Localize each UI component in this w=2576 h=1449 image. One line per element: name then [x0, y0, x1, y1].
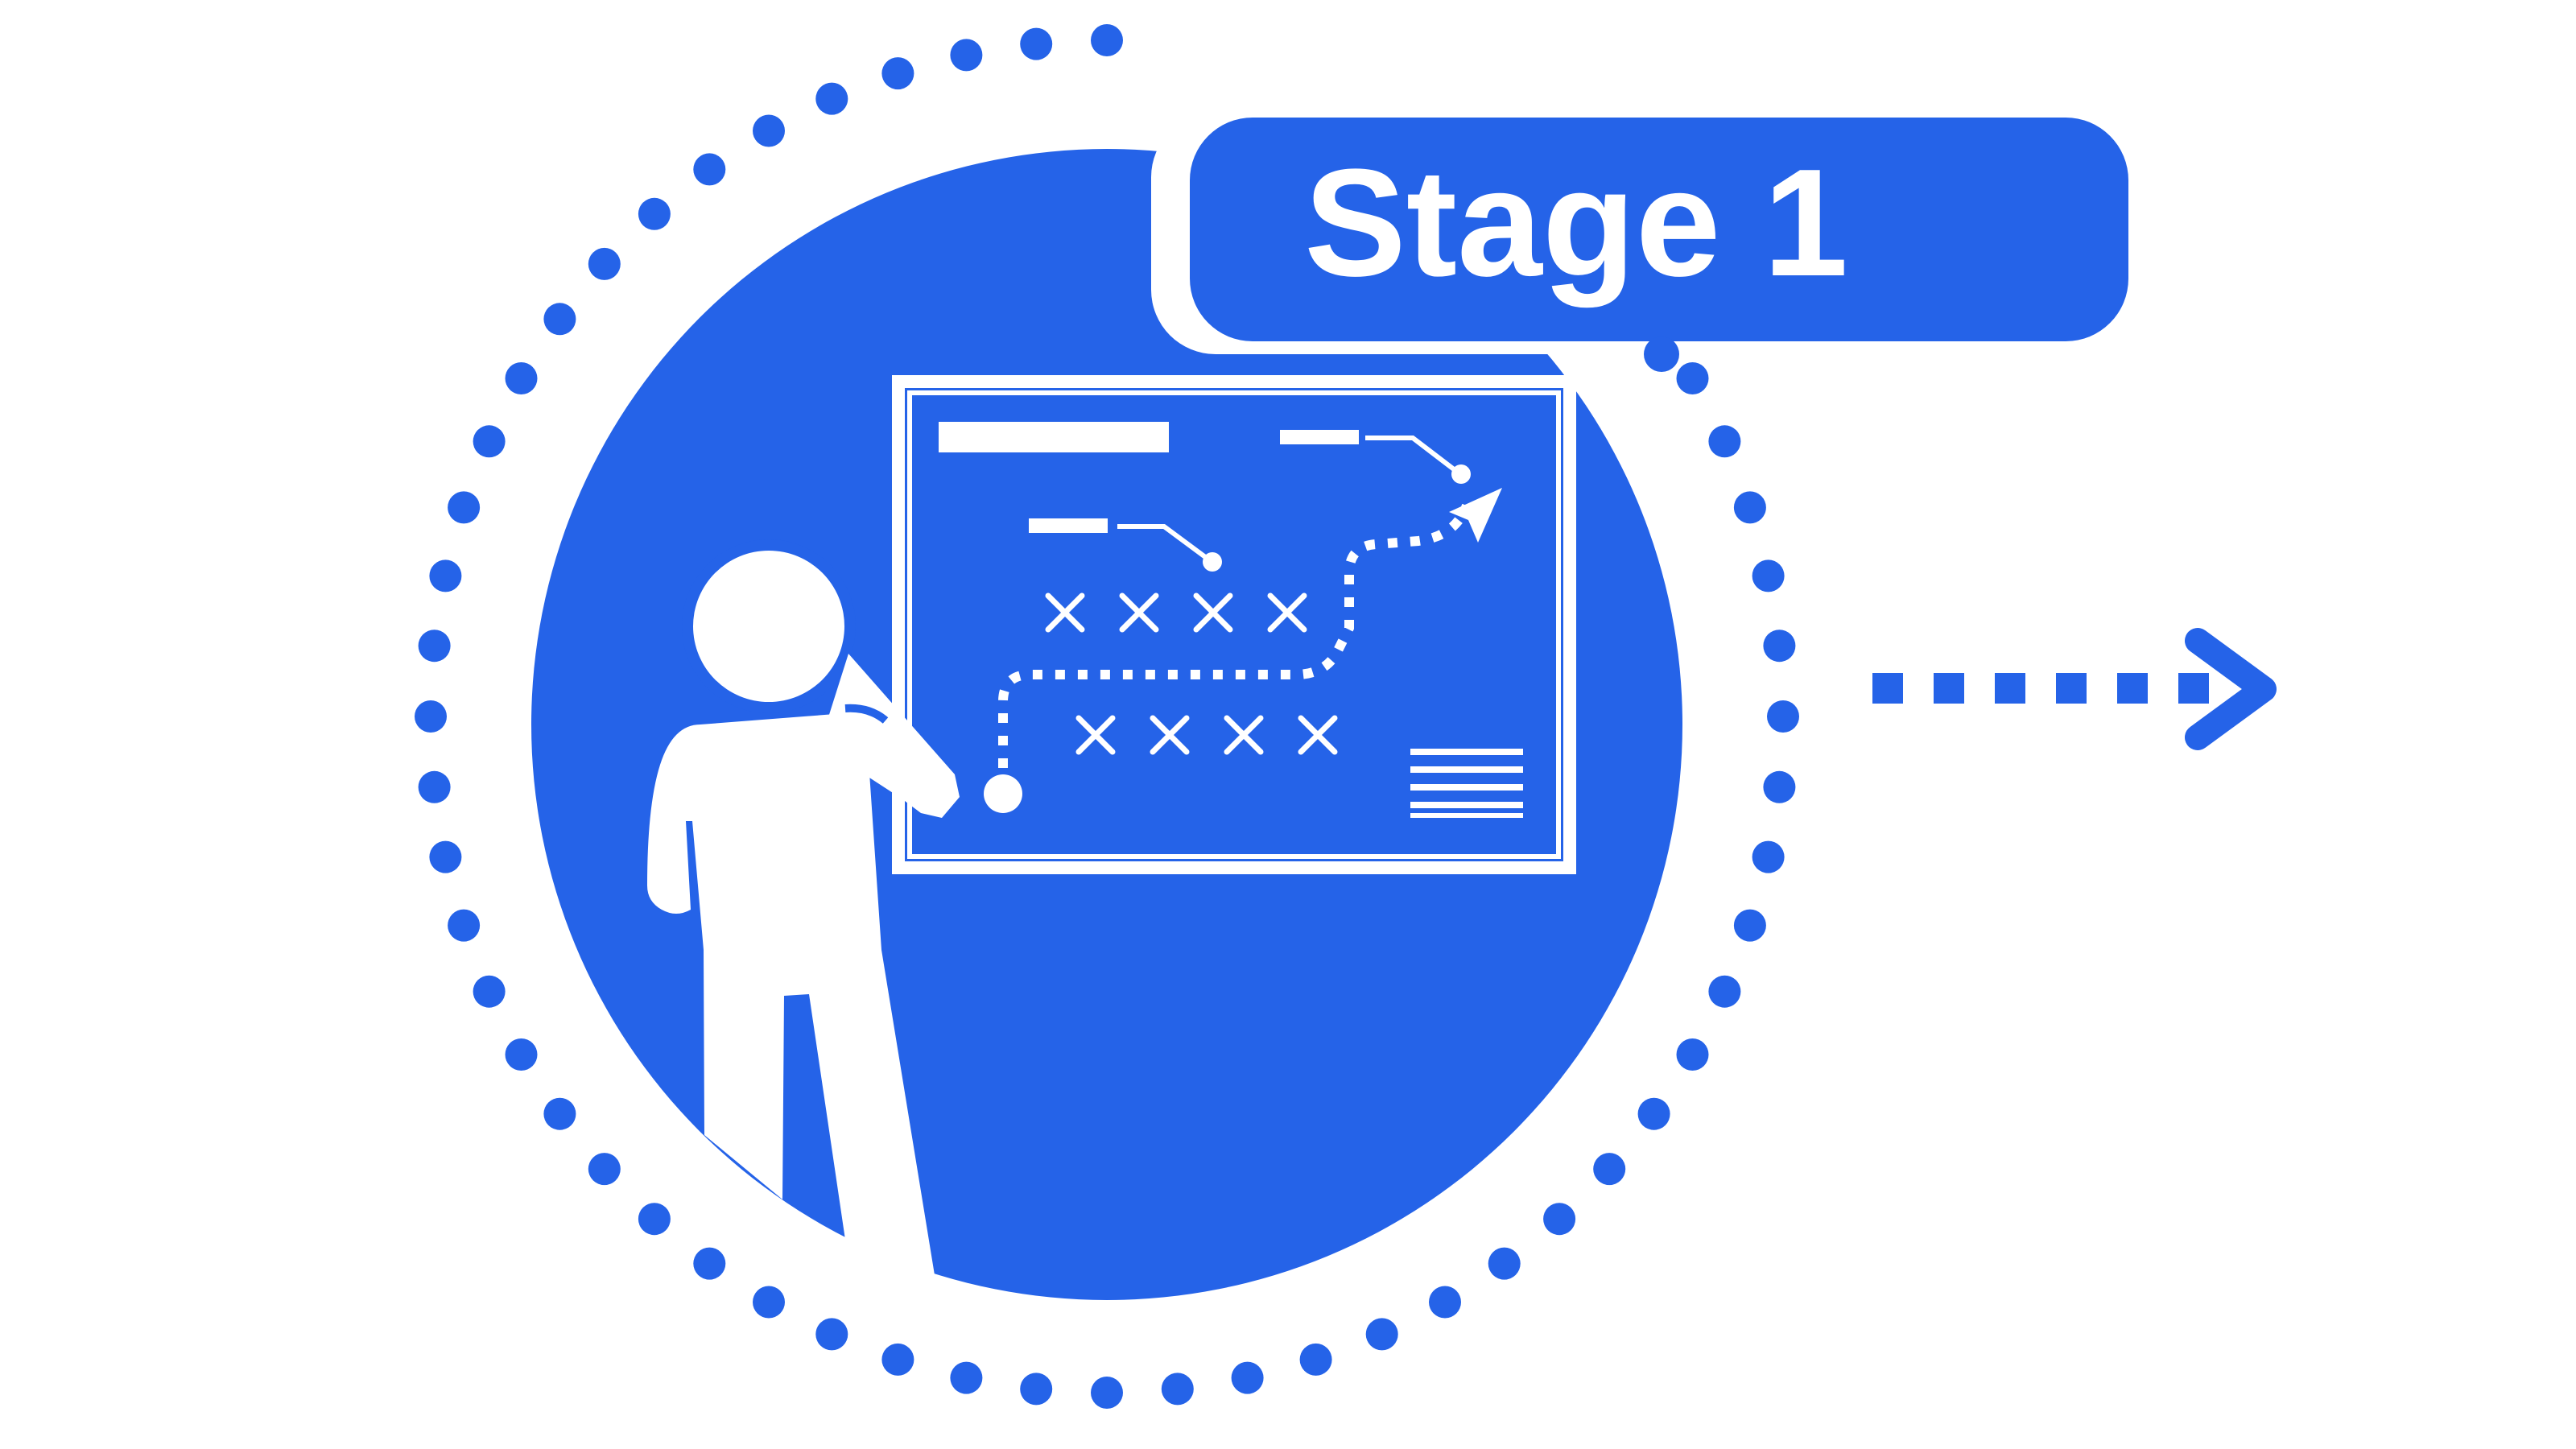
ring-dot [1708, 425, 1741, 458]
ring-dot [1161, 1373, 1194, 1406]
ring-dot [418, 630, 451, 663]
player-x-marks [1045, 592, 1338, 755]
ring-dot [1752, 840, 1785, 873]
ring-dot [1637, 1097, 1670, 1130]
ring-dot [1091, 24, 1123, 56]
ring-dot [473, 975, 506, 1008]
ring-dot [588, 1153, 621, 1186]
ring-dot [753, 1286, 785, 1319]
ring-dot [1752, 559, 1785, 592]
board-bar-right [1280, 430, 1359, 444]
ring-dot [429, 840, 462, 873]
ring-dot [1365, 1318, 1398, 1351]
ring-dot [1763, 630, 1796, 663]
ring-dot [638, 197, 671, 230]
ring-dot [1593, 1153, 1626, 1186]
board-bar-left [1029, 518, 1108, 533]
ring-dot [1429, 1286, 1461, 1319]
dotted-arrow-right-icon [1872, 628, 2277, 750]
ring-dot [753, 114, 785, 147]
stage-badge: Stage 1 [1151, 113, 2138, 354]
ring-dot [881, 1343, 914, 1376]
ring-dot [543, 303, 576, 336]
ring-dot [1091, 1377, 1123, 1409]
ring-dot [418, 770, 451, 803]
ring-dot [588, 247, 621, 280]
board-title-bar [939, 422, 1169, 452]
ring-dot [505, 362, 538, 394]
ring-dot [1020, 27, 1053, 60]
ring-dot [881, 57, 914, 90]
ring-dot [693, 153, 726, 186]
presenter-icon [647, 539, 960, 1280]
ring-dot [1676, 362, 1709, 394]
ring-dot [1733, 909, 1766, 942]
stage-label: Stage 1 [1304, 138, 1848, 308]
ring-dot [1543, 1203, 1576, 1236]
ring-dot [693, 1247, 726, 1280]
ring-dot [543, 1097, 576, 1130]
ring-dot [638, 1203, 671, 1236]
ring-dot [1767, 700, 1799, 733]
ring-dot [473, 425, 506, 458]
ring-dot [1763, 770, 1796, 803]
strategy-board-icon [892, 375, 1576, 874]
ring-dot [950, 39, 983, 72]
ring-dot [448, 909, 481, 942]
play-start-dot [984, 774, 1022, 813]
ring-dot [1676, 1038, 1709, 1071]
ring-dot [1231, 1361, 1264, 1394]
ring-dot [1020, 1373, 1053, 1406]
ring-dot [448, 491, 481, 524]
ring-dot [1733, 491, 1766, 524]
play-path [998, 503, 1472, 791]
ring-dot [815, 1318, 848, 1351]
ring-dot [415, 700, 447, 733]
dotted-ring [415, 24, 1799, 1409]
ring-dot [1488, 1247, 1521, 1280]
play-arrowhead [1449, 488, 1502, 543]
board-text-lines [1410, 749, 1523, 818]
ring-dot [950, 1361, 983, 1394]
ring-dot [429, 559, 462, 592]
ring-dot [505, 1038, 538, 1071]
ring-dot [815, 82, 848, 115]
ring-dot [1708, 975, 1741, 1008]
ring-dot [1299, 1343, 1332, 1376]
